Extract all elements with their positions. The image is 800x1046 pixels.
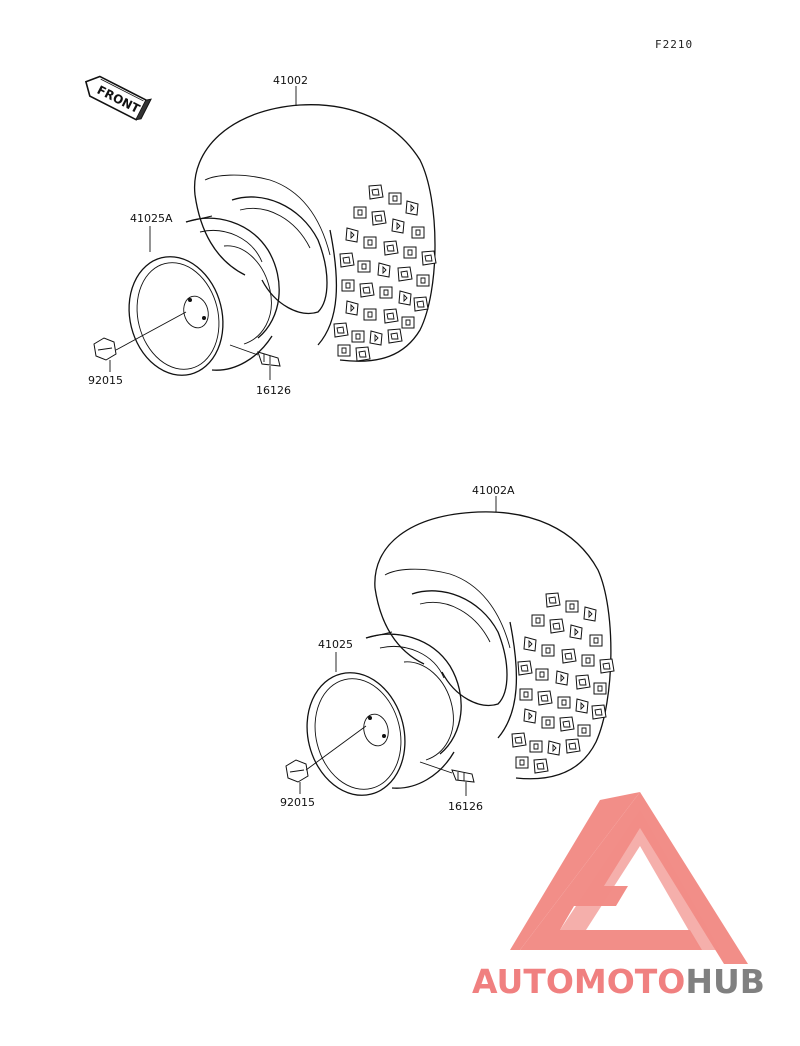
rim-41025A — [128, 215, 280, 376]
tire-tread — [333, 184, 437, 362]
valve-16126-rear — [419, 761, 475, 783]
watermark-part1: AUTOMOTO — [472, 962, 685, 1001]
label-rim-41025A: 41025A — [130, 212, 173, 225]
automotohub-watermark: AUTOMOTOHUB — [472, 792, 765, 1001]
tire-41002 — [193, 104, 437, 362]
wheel-assembly-front: 41002 41025A 92015 16126 — [88, 74, 437, 397]
nut-92015 — [93, 337, 117, 361]
rim-41025 — [306, 631, 462, 796]
label-nut-92015: 92015 — [88, 374, 123, 387]
label-tire-41002A: 41002A — [472, 484, 515, 497]
label-valve-16126-rear: 16126 — [448, 800, 483, 813]
nut-92015-rear — [285, 759, 309, 783]
watermark-brand: AUTOMOTOHUB — [472, 962, 765, 1001]
label-nut-92015-rear: 92015 — [280, 796, 315, 809]
label-tire-41002: 41002 — [273, 74, 308, 87]
figure-code: F2210 — [655, 38, 693, 51]
valve-16126 — [229, 344, 281, 367]
label-valve-16126: 16126 — [256, 384, 291, 397]
automotohub-logo-icon — [510, 792, 748, 964]
wheel-assembly-rear: 41002A 41025 92015 16126 — [280, 484, 615, 813]
tire-41002A — [374, 511, 615, 780]
tire-tread — [511, 592, 615, 774]
label-rim-41025: 41025 — [318, 638, 353, 651]
front-direction-arrow-icon: FRONT — [84, 75, 152, 121]
watermark-part2: HUB — [685, 962, 765, 1001]
